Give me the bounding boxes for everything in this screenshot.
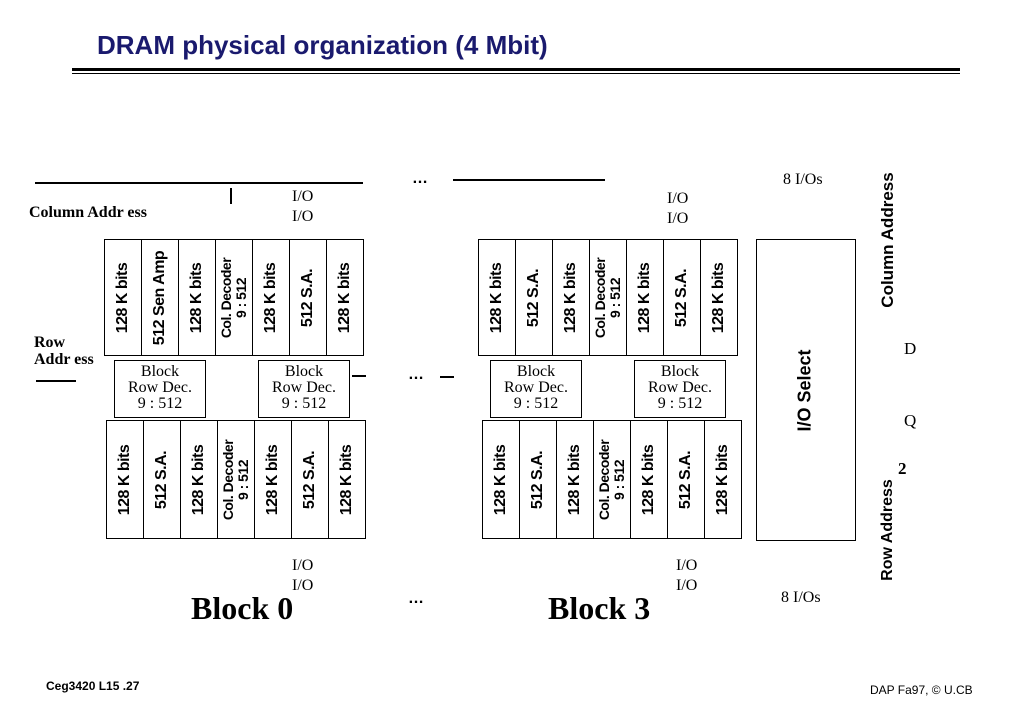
bottom-ellipsis: … <box>408 590 424 607</box>
row-address-vertical: Row Address <box>879 479 896 581</box>
row-address-label-line2: Addr ess <box>34 351 94 368</box>
row-address-vertical-wrap: Row Address <box>878 465 898 595</box>
cell-128k: 128 K bits <box>253 239 290 356</box>
cell-128k: 128 K bits <box>627 239 664 356</box>
footer-right: DAP Fa97, © U.CB <box>870 683 973 697</box>
page-title: DRAM physical organization (4 Mbit) <box>97 30 548 60</box>
cell-sa: 512 S.A. <box>290 239 327 356</box>
column-address-tick <box>230 188 232 204</box>
io-label: I/O <box>292 208 314 225</box>
cell-sa: 512 S.A. <box>664 239 701 356</box>
cell-128k: 128 K bits <box>181 420 218 539</box>
row-address-line <box>36 380 76 382</box>
q-label: Q <box>904 411 917 430</box>
cell-128k: 128 K bits <box>179 239 216 356</box>
cell-128k: 128 K bits <box>327 239 364 356</box>
cell-128k: 128 K bits <box>479 239 516 356</box>
cell-128k: 128 K bits <box>631 420 668 539</box>
column-address-line <box>35 182 363 184</box>
row-address-label-line1: Row <box>34 334 66 351</box>
two-label: 2 <box>898 459 907 478</box>
block0-label: Block 0 <box>191 590 294 626</box>
io-label: I/O <box>676 557 698 574</box>
column-address-label: Column Addr ess <box>29 204 147 221</box>
cell-128k: 128 K bits <box>557 420 594 539</box>
top-ellipsis: … <box>412 170 428 187</box>
block3-label: Block 3 <box>548 590 651 626</box>
cell-sa: 512 S.A. <box>292 420 329 539</box>
cell-sa: 512 S.A. <box>144 420 181 539</box>
block0-top-array: 128 K bits 512 Sen Amp 128 K bits Col. D… <box>104 239 364 356</box>
io-select-box <box>756 239 856 541</box>
io-label: I/O <box>676 577 698 594</box>
column-address-vertical: Column Address <box>878 172 897 308</box>
cell-sa: 512 S.A. <box>520 420 557 539</box>
column-address-line-right <box>453 179 605 181</box>
io-select-label: I/O Select <box>794 348 815 432</box>
middle-ellipsis: … <box>408 366 424 383</box>
block0-bottom-array: 128 K bits 512 S.A. 128 K bits Col. Deco… <box>106 420 366 539</box>
row-connector <box>352 375 366 377</box>
cell-128k: 128 K bits <box>483 420 520 539</box>
d-label: D <box>904 339 917 358</box>
cell-sa: 512 S.A. <box>668 420 705 539</box>
footer-left: Ceg3420 L15 .27 <box>46 679 140 693</box>
io-label: I/O <box>667 190 689 207</box>
cell-128k: 128 K bits <box>107 420 144 539</box>
cell-sense-amp: 512 Sen Amp <box>142 239 179 356</box>
io-label: I/O <box>292 557 314 574</box>
cell-128k: 128 K bits <box>553 239 590 356</box>
block3-bottom-array: 128 K bits 512 S.A. 128 K bits Col. Deco… <box>482 420 742 539</box>
eight-ios-bottom: 8 I/Os <box>781 589 821 606</box>
io-label: I/O <box>292 188 314 205</box>
row-connector <box>440 376 454 378</box>
title-rule <box>72 68 960 71</box>
title-rule-thin <box>72 73 960 74</box>
io-label: I/O <box>667 210 689 227</box>
cell-sa: 512 S.A. <box>516 239 553 356</box>
eight-ios-top: 8 I/Os <box>783 171 823 188</box>
cell-128k: 128 K bits <box>701 239 738 356</box>
cell-128k: 128 K bits <box>255 420 292 539</box>
cell-128k: 128 K bits <box>329 420 366 539</box>
io-label: I/O <box>292 577 314 594</box>
block3-top-array: 128 K bits 512 S.A. 128 K bits Col. Deco… <box>478 239 738 356</box>
cell-128k: 128 K bits <box>705 420 742 539</box>
column-address-vertical-wrap: Column Address <box>878 160 898 320</box>
cell-128k: 128 K bits <box>105 239 142 356</box>
io-select-label-wrap: I/O Select <box>755 349 855 431</box>
